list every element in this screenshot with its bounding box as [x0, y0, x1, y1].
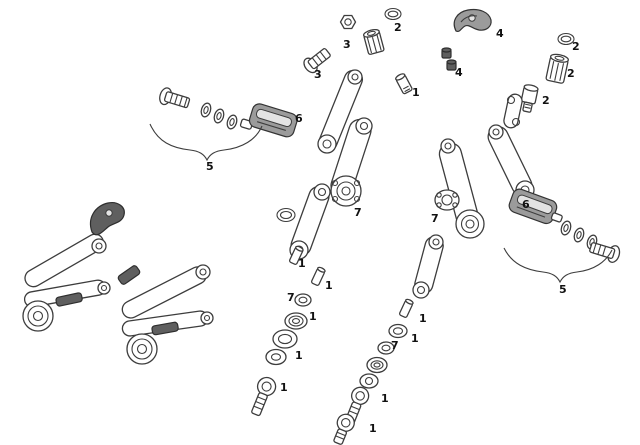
callout-label-5: 5	[559, 283, 567, 296]
brake-pad-installed	[55, 292, 83, 307]
pivot-bushing	[545, 53, 569, 84]
callout-label-7: 7	[287, 291, 295, 304]
clamp-nut	[446, 59, 457, 71]
pivot-bolt	[333, 413, 355, 445]
callout-label-1: 1	[369, 422, 377, 435]
brake-arm-right	[438, 138, 485, 239]
group-brace-right	[503, 247, 613, 284]
pad-washer	[226, 114, 238, 130]
callout-label-7: 7	[354, 206, 362, 219]
spring-pin	[289, 245, 304, 265]
caliper-assembly-rear	[117, 264, 214, 365]
pad-holder-installed	[117, 265, 141, 285]
clamp-nut	[441, 47, 452, 59]
callout-label-2: 2	[394, 21, 402, 34]
flanged-nut	[434, 189, 460, 211]
pad-washer	[200, 102, 212, 118]
brake-pad-installed	[151, 321, 179, 336]
lock-ring	[265, 348, 287, 366]
o-ring	[557, 32, 575, 46]
callout-label-1: 1	[298, 257, 306, 270]
callout-label-1: 1	[295, 349, 303, 362]
brake-arm-lower-left	[289, 183, 331, 260]
cable-anchor-nut	[339, 14, 357, 30]
caliper-assembly-front	[22, 233, 111, 332]
pad-washer	[573, 227, 585, 243]
spring-pin	[399, 298, 414, 318]
callout-label-2: 2	[567, 67, 575, 80]
pivot-washer	[284, 312, 308, 330]
callout-label-4: 4	[455, 66, 463, 79]
callout-label-6: 6	[295, 112, 303, 125]
group-brace-left	[149, 123, 263, 162]
brake-arm-link	[317, 69, 364, 154]
pivot-washer	[388, 323, 408, 339]
pivot-pin	[395, 73, 413, 95]
callout-label-1: 1	[419, 312, 427, 325]
o-ring-left	[276, 207, 296, 223]
adjuster-body	[520, 84, 539, 113]
cable-guide-clamp	[453, 8, 492, 33]
pad-bolt-right	[589, 242, 621, 263]
callout-label-1: 1	[381, 392, 389, 405]
callout-label-7: 7	[391, 339, 399, 352]
callout-label-4: 4	[496, 27, 504, 40]
brake-arm-upper-right	[487, 124, 535, 200]
wave-washer	[377, 341, 395, 355]
pivot-cup	[272, 329, 298, 349]
callout-label-7: 7	[431, 212, 439, 225]
pad-washer	[560, 220, 572, 236]
barrel-adjuster	[362, 28, 385, 55]
quick-release-lever	[89, 202, 125, 236]
callout-label-6: 6	[522, 198, 530, 211]
brake-arm-left	[330, 117, 373, 207]
callout-label-1: 1	[412, 86, 420, 99]
callout-label-5: 5	[206, 160, 214, 173]
pad-bolt-left	[159, 87, 191, 109]
brake-pad-left	[248, 103, 298, 138]
link-plate	[503, 93, 523, 129]
mounting-bolt	[303, 48, 331, 74]
spring-pin	[311, 266, 326, 286]
callout-label-1: 1	[309, 310, 317, 323]
pad-post	[550, 212, 563, 223]
callout-label-1: 1	[325, 279, 333, 292]
callout-label-1: 1	[411, 332, 419, 345]
lock-ring	[366, 356, 388, 374]
callout-label-2: 2	[542, 94, 550, 107]
o-ring	[384, 7, 402, 21]
brake-pad-right	[508, 188, 558, 225]
callout-label-3: 3	[314, 68, 322, 81]
callout-label-1: 1	[280, 381, 288, 394]
dome-nut	[359, 373, 379, 389]
callout-label-3: 3	[343, 38, 351, 51]
pivot-bolt	[251, 376, 277, 417]
brake-arm-lower-right	[412, 234, 444, 299]
wave-washer	[294, 293, 312, 307]
pad-washer	[213, 108, 225, 124]
callout-label-2: 2	[572, 40, 580, 53]
